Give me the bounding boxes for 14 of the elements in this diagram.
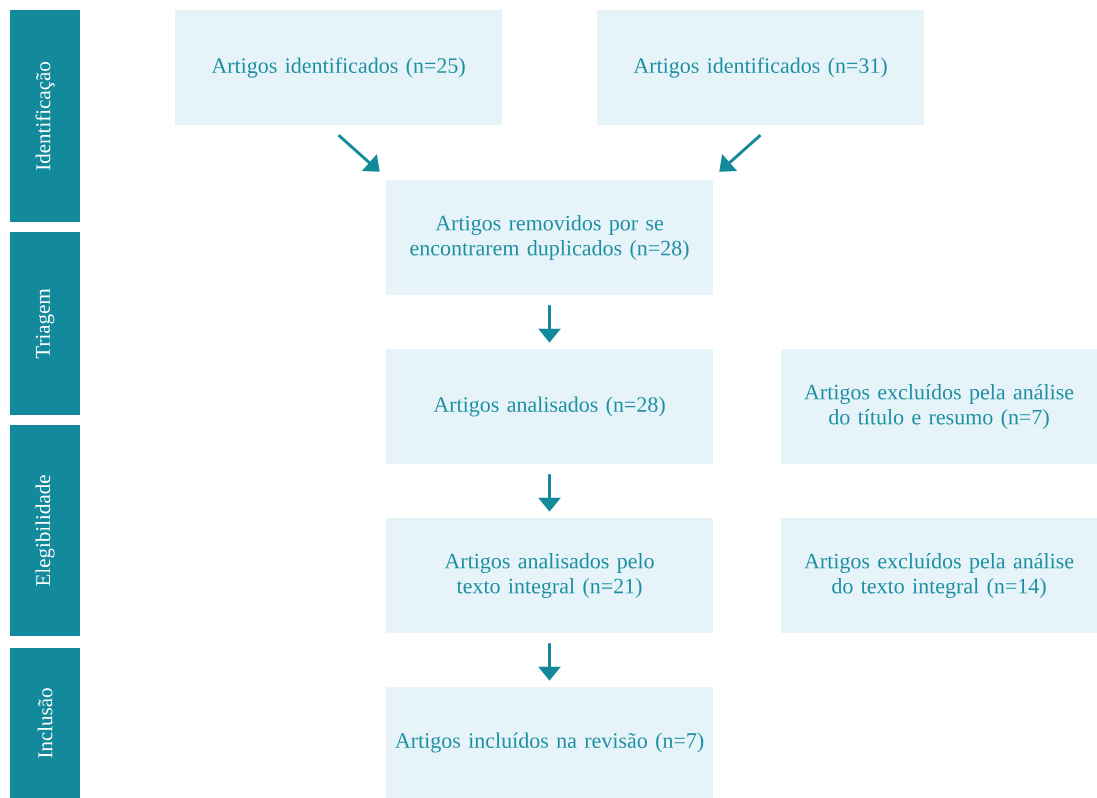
process-box: Artigos excluídos pela análise do título e resumo (n=7) (781, 349, 1097, 464)
process-box: Artigos identificados (n=31) (597, 10, 924, 125)
stage-band: Triagem (10, 232, 80, 415)
process-box: Artigos excluídos pela análise do texto integral (n=14) (781, 518, 1097, 633)
stage-band: Elegibilidade (10, 425, 80, 636)
arrow (337, 134, 380, 172)
stage-band: Identificação (10, 10, 80, 222)
process-box: Artigos incluídos na revisão (n=7) (386, 687, 713, 798)
process-box: Artigos removidos por se encontrarem duplicados (n=28) (386, 180, 713, 295)
arrow (719, 134, 762, 172)
process-box: Artigos analisados (n=28) (386, 349, 713, 464)
stage-band: Inclusão (10, 648, 80, 798)
process-box: Artigos analisados pelo texto integral (n=21) (386, 518, 713, 633)
process-box: Artigos identificados (n=25) (175, 10, 502, 125)
